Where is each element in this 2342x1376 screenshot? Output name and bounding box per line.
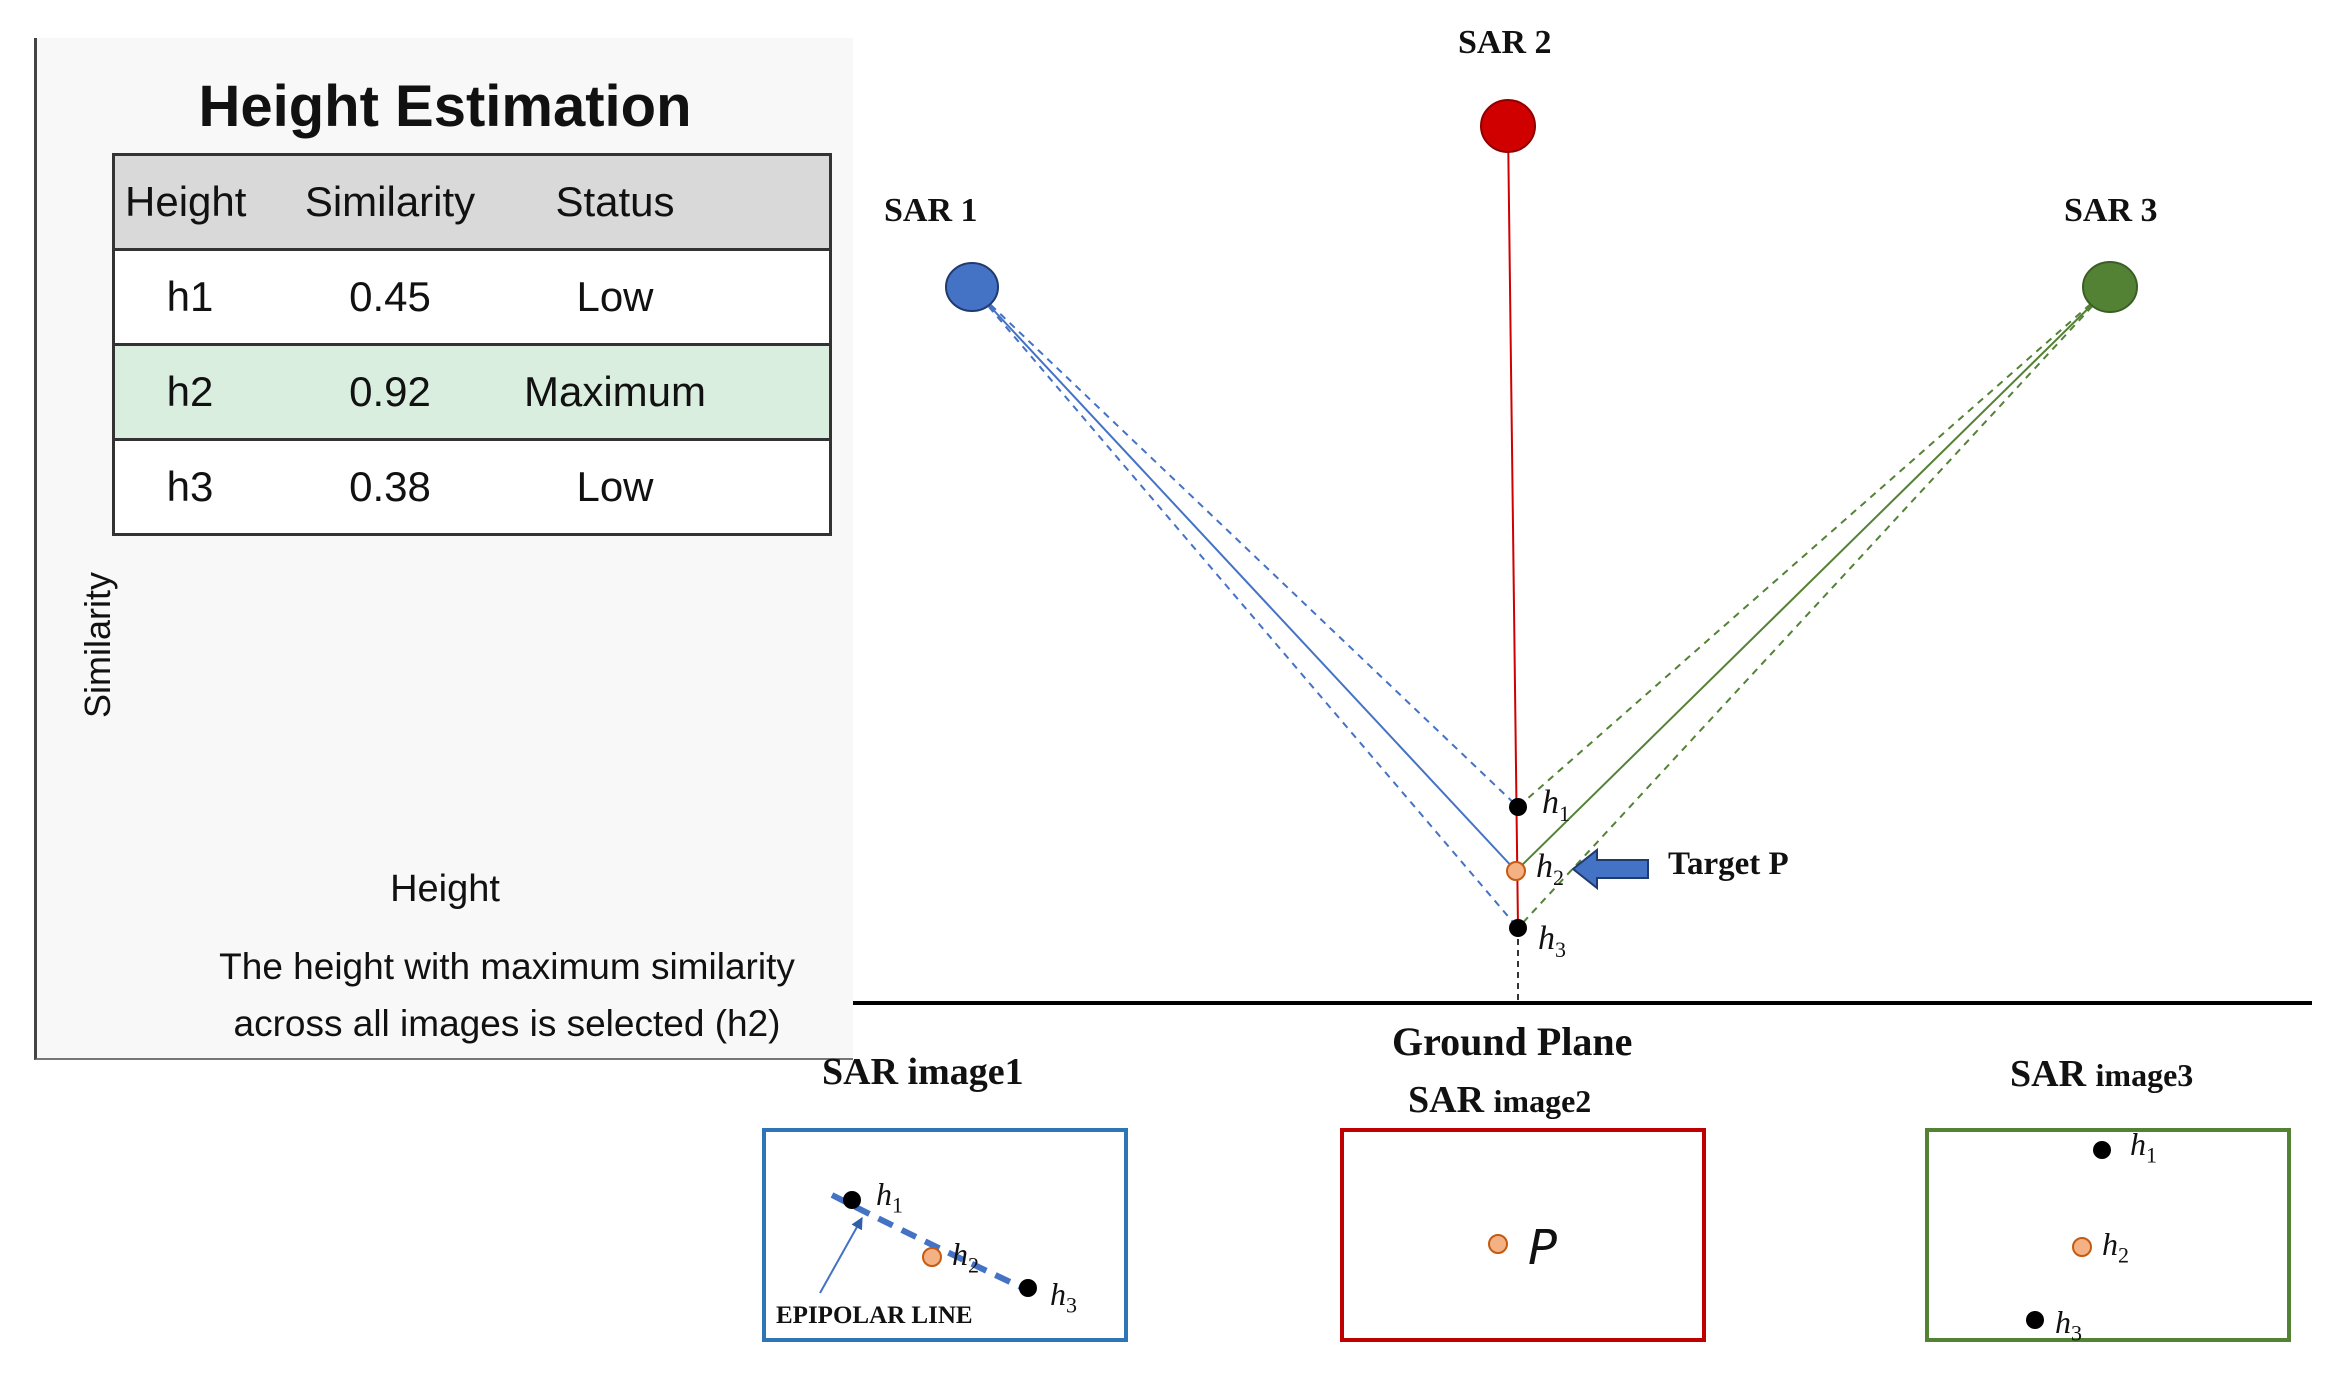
sar3-label: SAR 3 [2064, 192, 2158, 229]
table-row: h3 0.38 Low [115, 438, 829, 533]
img1-h1-point [843, 1191, 861, 1209]
sar3-ray-h2 [1515, 286, 2111, 872]
table-row-highlight: h2 0.92 Maximum [115, 343, 829, 438]
table-cell: 0.45 [349, 273, 431, 320]
img1-h1-label: h1 [876, 1176, 903, 1218]
img1-h3-label: h3 [1050, 1276, 1077, 1318]
image2-label: SAR image2 [1408, 1079, 1592, 1121]
sar2-sensor [1480, 99, 1536, 153]
table-cell: h1 [166, 273, 214, 320]
sar1-ray-h3 [971, 286, 1519, 929]
img1-h2-point [922, 1247, 942, 1267]
table-cell: h2 [166, 368, 214, 415]
sar1-sensor [945, 262, 999, 312]
img3-h1-point [2093, 1141, 2111, 1159]
mini-chart-ylabel: Similarity [77, 571, 118, 718]
sar2-ray [1507, 125, 1519, 929]
img3-h3-point [2026, 1311, 2044, 1329]
h2-point [1506, 861, 1526, 881]
table-cell: 0.38 [349, 463, 431, 510]
table-header-row: Height Similarity Status [115, 156, 829, 248]
img3-h1-label: h1 [2130, 1126, 2157, 1168]
sar1-ray-h2 [971, 286, 1517, 872]
sar3-ray-h3 [1517, 286, 2111, 929]
ground-plane-label: Ground Plane [1392, 1019, 1633, 1064]
scene-h1-label: h1 [1542, 784, 1570, 826]
table-cell: Low [576, 463, 654, 510]
target-label: Target P [1668, 846, 1789, 882]
img3-h2-label: h2 [2102, 1226, 2129, 1268]
img3-h3-label: h3 [2055, 1304, 2082, 1346]
sar1-label: SAR 1 [884, 192, 978, 229]
img2-p-point [1488, 1234, 1508, 1254]
epipolar-line-label: EPIPOLAR LINE [776, 1302, 973, 1329]
similarity-table: Height Similarity Status h1 0.45 Low h2 … [112, 153, 832, 536]
image3-label: SAR image3 [2010, 1053, 2194, 1095]
caption-line-2: across all images is selected (h2) [233, 1003, 781, 1044]
table-header-cell: Similarity [304, 178, 476, 225]
mini-chart-xlabel: Height [390, 868, 500, 910]
table-row: h1 0.45 Low [115, 248, 829, 343]
img3-h2-point [2072, 1237, 2092, 1257]
sar-image2-box [1340, 1128, 1706, 1342]
caption-line-1: The height with maximum similarity [219, 946, 795, 987]
height-estimation-panel: Height Estimation Height Similarity Stat… [34, 38, 853, 1060]
table-cell: 0.92 [349, 368, 431, 415]
epipolar-pointer-arrow [819, 1216, 863, 1294]
scene-h3-label: h3 [1538, 920, 1566, 962]
panel-caption: The height with maximum similarity acros… [137, 938, 877, 1052]
sar3-ray-h1 [1517, 286, 2111, 808]
image1-label: SAR image1 [822, 1051, 1024, 1093]
target-arrow-icon [1571, 847, 1649, 891]
img1-h3-point [1019, 1279, 1037, 1297]
img2-p-label: P [1528, 1220, 1557, 1276]
img1-h2-label: h2 [952, 1236, 979, 1278]
sar-image1-box [762, 1128, 1128, 1342]
table-header-cell: Height [125, 178, 247, 225]
epipolar-line [830, 1192, 1042, 1299]
table-header-cell: Status [555, 178, 675, 225]
h1-point [1509, 798, 1527, 816]
h3-point [1509, 919, 1527, 937]
sar1-ray-h1 [971, 286, 1519, 808]
table-cell: h3 [166, 463, 214, 510]
table-cell: Low [576, 273, 654, 320]
sar-image3-box [1925, 1128, 2291, 1342]
table-cell: Maximum [523, 368, 706, 415]
sar2-label: SAR 2 [1458, 24, 1552, 61]
sar3-sensor [2082, 261, 2138, 313]
panel-title: Height Estimation [198, 74, 692, 139]
scene-h2-label: h2 [1536, 848, 1564, 890]
